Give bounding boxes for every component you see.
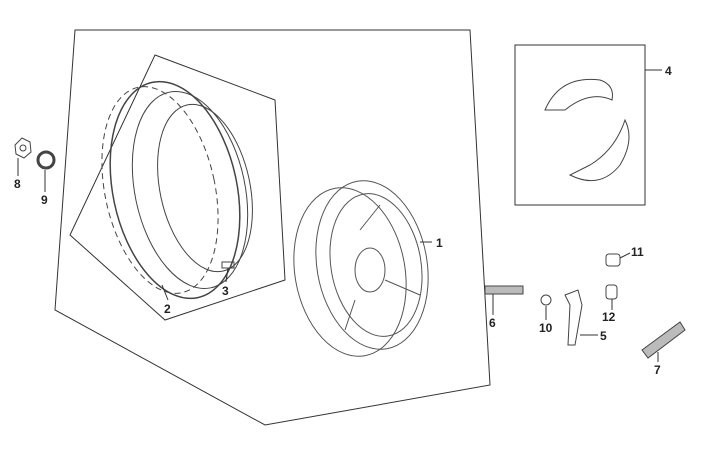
part-label-1: 1 <box>436 236 443 250</box>
leader-lines <box>17 69 662 362</box>
part-label-2: 2 <box>164 302 171 316</box>
part-label-12: 12 <box>602 310 616 324</box>
tire-group-outline <box>69 54 286 321</box>
part-label-11: 11 <box>631 245 644 259</box>
part-label-4: 4 <box>665 64 672 78</box>
part-label-5: 5 <box>600 329 607 343</box>
part-label-6: 6 <box>489 316 496 330</box>
assembly-outline <box>54 29 491 426</box>
small-parts-drawing <box>14 137 686 359</box>
brake-shoe-box <box>514 44 646 206</box>
part-label-8: 8 <box>14 177 21 191</box>
part-label-9: 9 <box>41 193 48 207</box>
brake-shoes-drawing <box>544 78 630 182</box>
part-label-3: 3 <box>222 284 229 298</box>
part-label-7: 7 <box>654 363 661 377</box>
tire-drawing <box>101 80 253 300</box>
part-label-10: 10 <box>539 321 553 335</box>
rim-drawing <box>293 180 429 357</box>
